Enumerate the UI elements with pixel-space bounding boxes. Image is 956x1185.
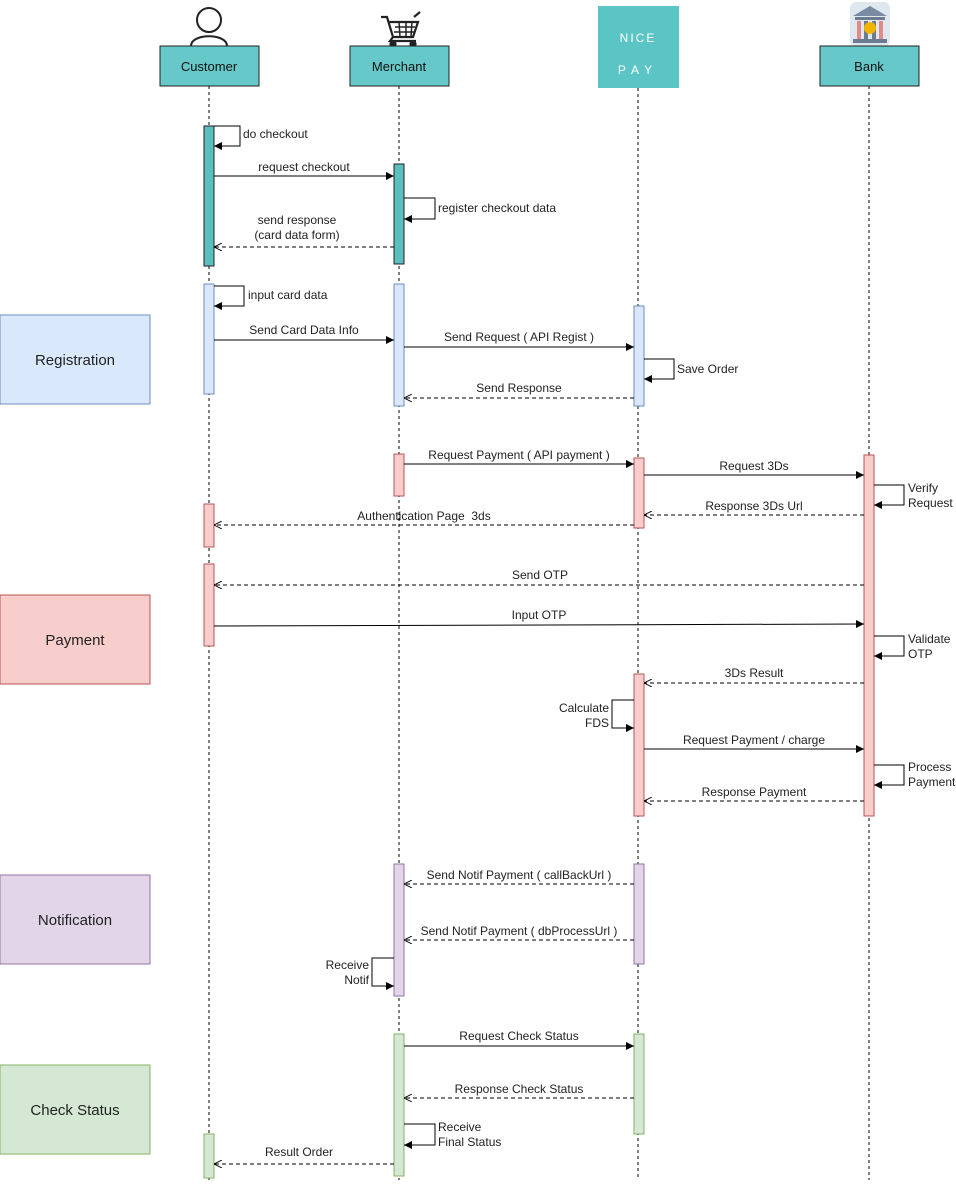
phase-label-payment: Payment: [45, 632, 105, 649]
actor-label-customer: Customer: [181, 59, 238, 74]
message-label: Notif: [344, 973, 369, 987]
activation-bars: [203, 125, 875, 1179]
message-arrow: [874, 484, 905, 509]
message-arrow: [214, 285, 245, 310]
message-label: OTP: [908, 647, 933, 661]
activation-nicepay-2: [633, 457, 645, 529]
message-label: Response Payment: [702, 785, 807, 799]
actor-label-bank: Bank: [854, 59, 884, 74]
message-label: Process: [908, 760, 951, 774]
message-label: (card data form): [254, 228, 339, 242]
actor-bank: Bank: [819, 2, 920, 87]
phase-label-notification: Notification: [38, 912, 112, 929]
message-arrow: [213, 620, 865, 629]
message-label: Save Order: [677, 362, 738, 376]
activation-customer-1: [203, 125, 215, 267]
message-label: send response: [258, 213, 337, 227]
activation-bank-1: [863, 454, 875, 817]
phase-notification: Notification: [0, 874, 151, 965]
actor-merchant: Merchant: [349, 11, 450, 87]
nicepay-logo-line2: PAY: [618, 63, 658, 77]
phase-payment: Payment: [0, 594, 151, 685]
lifelines: [208, 86, 870, 1180]
message-arrow: [874, 635, 905, 660]
phase-label-registration: Registration: [35, 352, 115, 369]
actor-label-merchant: Merchant: [372, 59, 427, 74]
activation-merchant-2: [393, 283, 405, 407]
message-label: Request: [908, 496, 953, 510]
phase-label-check-status: Check Status: [30, 1102, 119, 1119]
message-label: Result Order: [265, 1145, 333, 1159]
message-label: Verify: [908, 481, 938, 495]
message-label: Authentication Page 3ds: [357, 509, 490, 523]
activation-customer-5: [203, 1133, 215, 1179]
person-icon: [190, 7, 228, 47]
message-label: Send Notif Payment ( dbProcessUrl ): [421, 924, 618, 938]
message-arrow: [371, 957, 394, 990]
activation-merchant-4: [393, 863, 405, 997]
activation-merchant-3: [393, 453, 405, 497]
message-label: Payment: [908, 775, 956, 789]
message-label: Input OTP: [512, 608, 567, 622]
phase-check-status: Check Status: [0, 1064, 151, 1155]
shopping-cart-icon: [381, 11, 421, 48]
nicepay-logo: [598, 6, 679, 88]
message-arrow: [214, 125, 241, 150]
activation-merchant-5: [393, 1033, 405, 1177]
nicepay-logo-line1: NICE: [620, 31, 657, 45]
actor-customer: Customer: [159, 7, 260, 87]
activation-customer-4: [203, 563, 215, 647]
message-arrow: [874, 764, 905, 789]
message-arrow: [611, 699, 634, 732]
message-label: Request 3Ds: [719, 459, 788, 473]
message-label: FDS: [585, 716, 609, 730]
message-label: Send OTP: [512, 568, 568, 582]
message-label: Response Check Status: [455, 1082, 584, 1096]
message-label: 3Ds Result: [725, 666, 784, 680]
activation-nicepay-5: [633, 1033, 645, 1135]
activation-merchant-1: [393, 163, 405, 265]
activation-customer-3: [203, 503, 215, 548]
message-label: Validate: [908, 632, 951, 646]
message-label: register checkout data: [438, 201, 556, 215]
activation-nicepay-3: [633, 673, 645, 817]
message-label: Request Payment / charge: [683, 733, 825, 747]
message-label: Receive: [438, 1120, 482, 1134]
message-label: do checkout: [243, 127, 308, 141]
message-label: Send Request ( API Regist ): [444, 330, 594, 344]
message-label: Receive: [326, 958, 370, 972]
message-label: input card data: [248, 288, 328, 302]
phase-registration: Registration: [0, 314, 151, 405]
message-label: Request Check Status: [459, 1029, 578, 1043]
activation-customer-2: [203, 283, 215, 395]
message-label: Request Payment ( API payment ): [428, 448, 609, 462]
actor-nicepay: NICE PAY: [598, 6, 679, 88]
message-label: Calculate: [559, 701, 609, 715]
bank-icon: [850, 2, 890, 46]
message-label: Send Notif Payment ( callBackUrl ): [427, 868, 612, 882]
message-label: Response 3Ds Url: [705, 499, 802, 513]
message-label: Send Response: [476, 381, 562, 395]
activation-nicepay-4: [633, 863, 645, 965]
activation-nicepay-1: [633, 305, 645, 407]
message-arrow: [404, 1123, 436, 1149]
messages: do checkout request checkout register ch…: [213, 125, 956, 1164]
message-label: request checkout: [258, 160, 350, 174]
message-label: Send Card Data Info: [249, 323, 359, 337]
message-arrow: [644, 358, 675, 383]
message-arrow: [404, 197, 436, 223]
message-label: Final Status: [438, 1135, 501, 1149]
